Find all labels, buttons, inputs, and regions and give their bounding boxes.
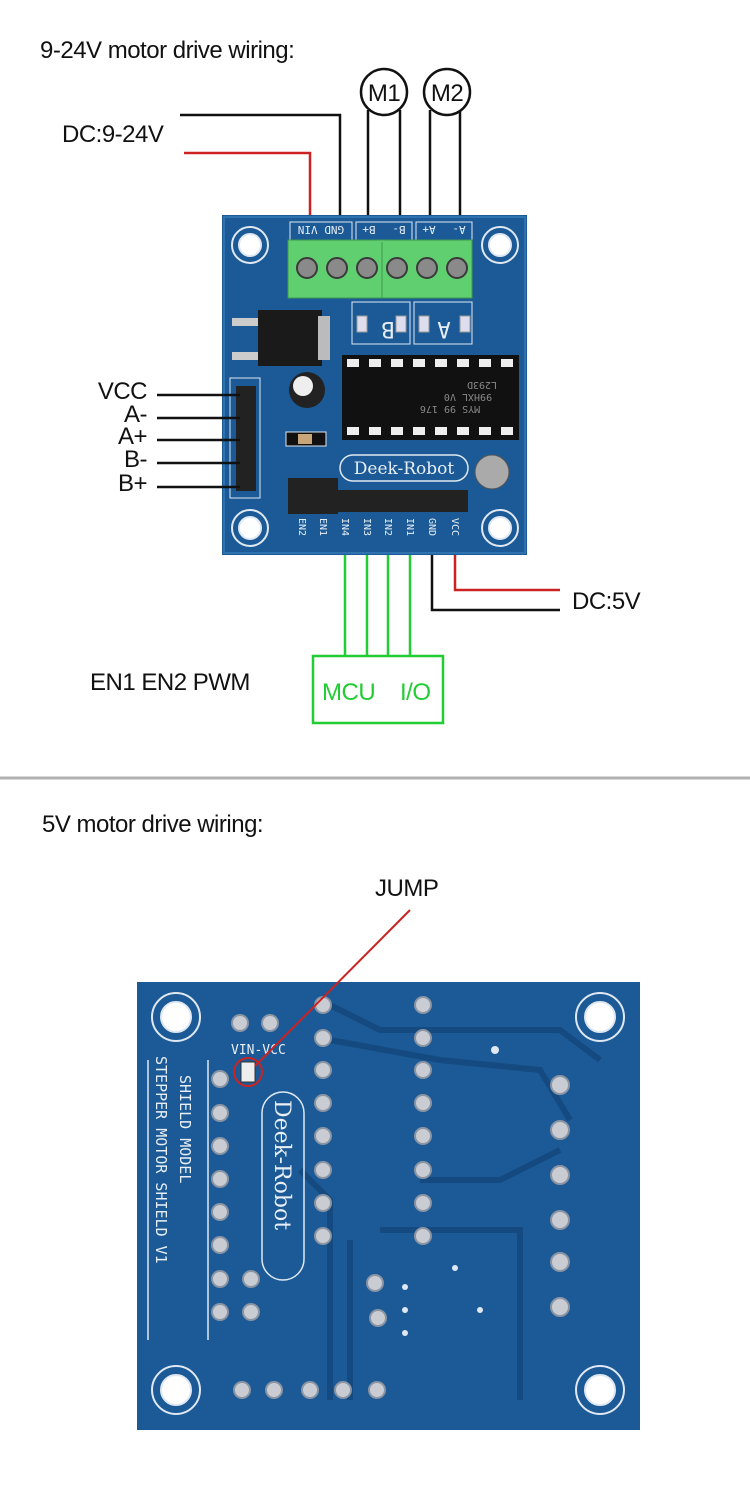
- gnd-wire: [430, 555, 560, 612]
- voltage-regulator: [232, 310, 330, 366]
- terminal-label-b-plus: B+: [362, 223, 376, 236]
- bottom-title: 5V motor drive wiring:: [42, 811, 263, 838]
- screw-terminal-block: [287, 239, 473, 299]
- pin-label-in2: IN2: [382, 518, 393, 536]
- jump-pointer-line: [254, 909, 411, 1067]
- side-pin-wires: [157, 393, 240, 489]
- top-title: 9-24V motor drive wiring:: [40, 37, 294, 64]
- silk-shield-model: SHIELD MODEL: [176, 1075, 194, 1183]
- pin-label-en1: EN1: [317, 518, 328, 536]
- ic-line-1: L293D: [467, 379, 497, 390]
- solder-pads: [211, 996, 570, 1399]
- io-label: I/O: [400, 679, 431, 706]
- jumper-silk-label: VIN-VCC: [231, 1043, 286, 1058]
- mount-hole-icon: [151, 992, 625, 1415]
- ic-line-3: MYS 99 176: [420, 403, 480, 414]
- side-pin-b-minus: B-: [124, 446, 147, 473]
- silk-stepper-motor-shield: STEPPER MOTOR SHIELD V1: [152, 1056, 170, 1264]
- side-pin-b-plus: B+: [118, 470, 147, 497]
- pin-label-en2: EN2: [296, 518, 307, 536]
- pin-label-in1: IN1: [404, 518, 415, 536]
- pin-label-in3: IN3: [361, 518, 372, 536]
- mount-hole-icon: [231, 226, 519, 547]
- pcb-bottom-board: VIN-VCC SHIELD MODEL STEPPER MOTOR SHIEL…: [137, 982, 640, 1430]
- vcc-wire: [453, 555, 560, 592]
- terminal-label-a-plus: A+: [422, 223, 436, 236]
- dc5v-label: DC:5V: [572, 588, 641, 615]
- mcu-wires: [343, 555, 412, 656]
- channel-a-label: A: [437, 316, 450, 341]
- mcu-box: [311, 654, 445, 725]
- dc-input-label: DC:9-24V: [62, 121, 164, 148]
- terminal-wires: [180, 110, 462, 232]
- motor-m1: M1: [359, 67, 409, 117]
- pin-label-gnd: GND: [426, 518, 437, 536]
- bottom-brand-label: Deek-Robot: [269, 1100, 294, 1230]
- side-pin-vcc: VCC: [98, 378, 147, 405]
- l293d-chip: L293D 99HXL V0 MYS 99 176: [342, 355, 519, 440]
- side-header: [236, 386, 256, 491]
- terminal-label-a-minus: A-: [452, 223, 465, 236]
- pwm-note: EN1 EN2 PWM: [90, 669, 250, 696]
- mcu-label: MCU: [322, 679, 375, 706]
- motor-m1-label: M1: [368, 80, 400, 107]
- side-pin-a-minus: A-: [124, 401, 147, 428]
- pcb-top-board: GND VIN B+ B- A+ A- B A: [222, 215, 527, 555]
- terminal-label-gnd-vin: GND VIN: [298, 223, 344, 236]
- terminal-label-b-minus: B-: [392, 223, 405, 236]
- jump-label: JUMP: [375, 875, 438, 902]
- pin-label-in4: IN4: [339, 518, 350, 536]
- motor-m2: M2: [422, 67, 472, 117]
- side-pin-a-plus: A+: [118, 423, 147, 450]
- jump-highlight-circle: [233, 1057, 263, 1087]
- brand-label: Deek-Robot: [354, 459, 455, 479]
- channel-b-label: B: [381, 316, 394, 341]
- ic-line-2: 99HXL V0: [444, 391, 492, 402]
- motor-m2-label: M2: [431, 80, 463, 107]
- pin-label-vcc: VCC: [449, 518, 460, 536]
